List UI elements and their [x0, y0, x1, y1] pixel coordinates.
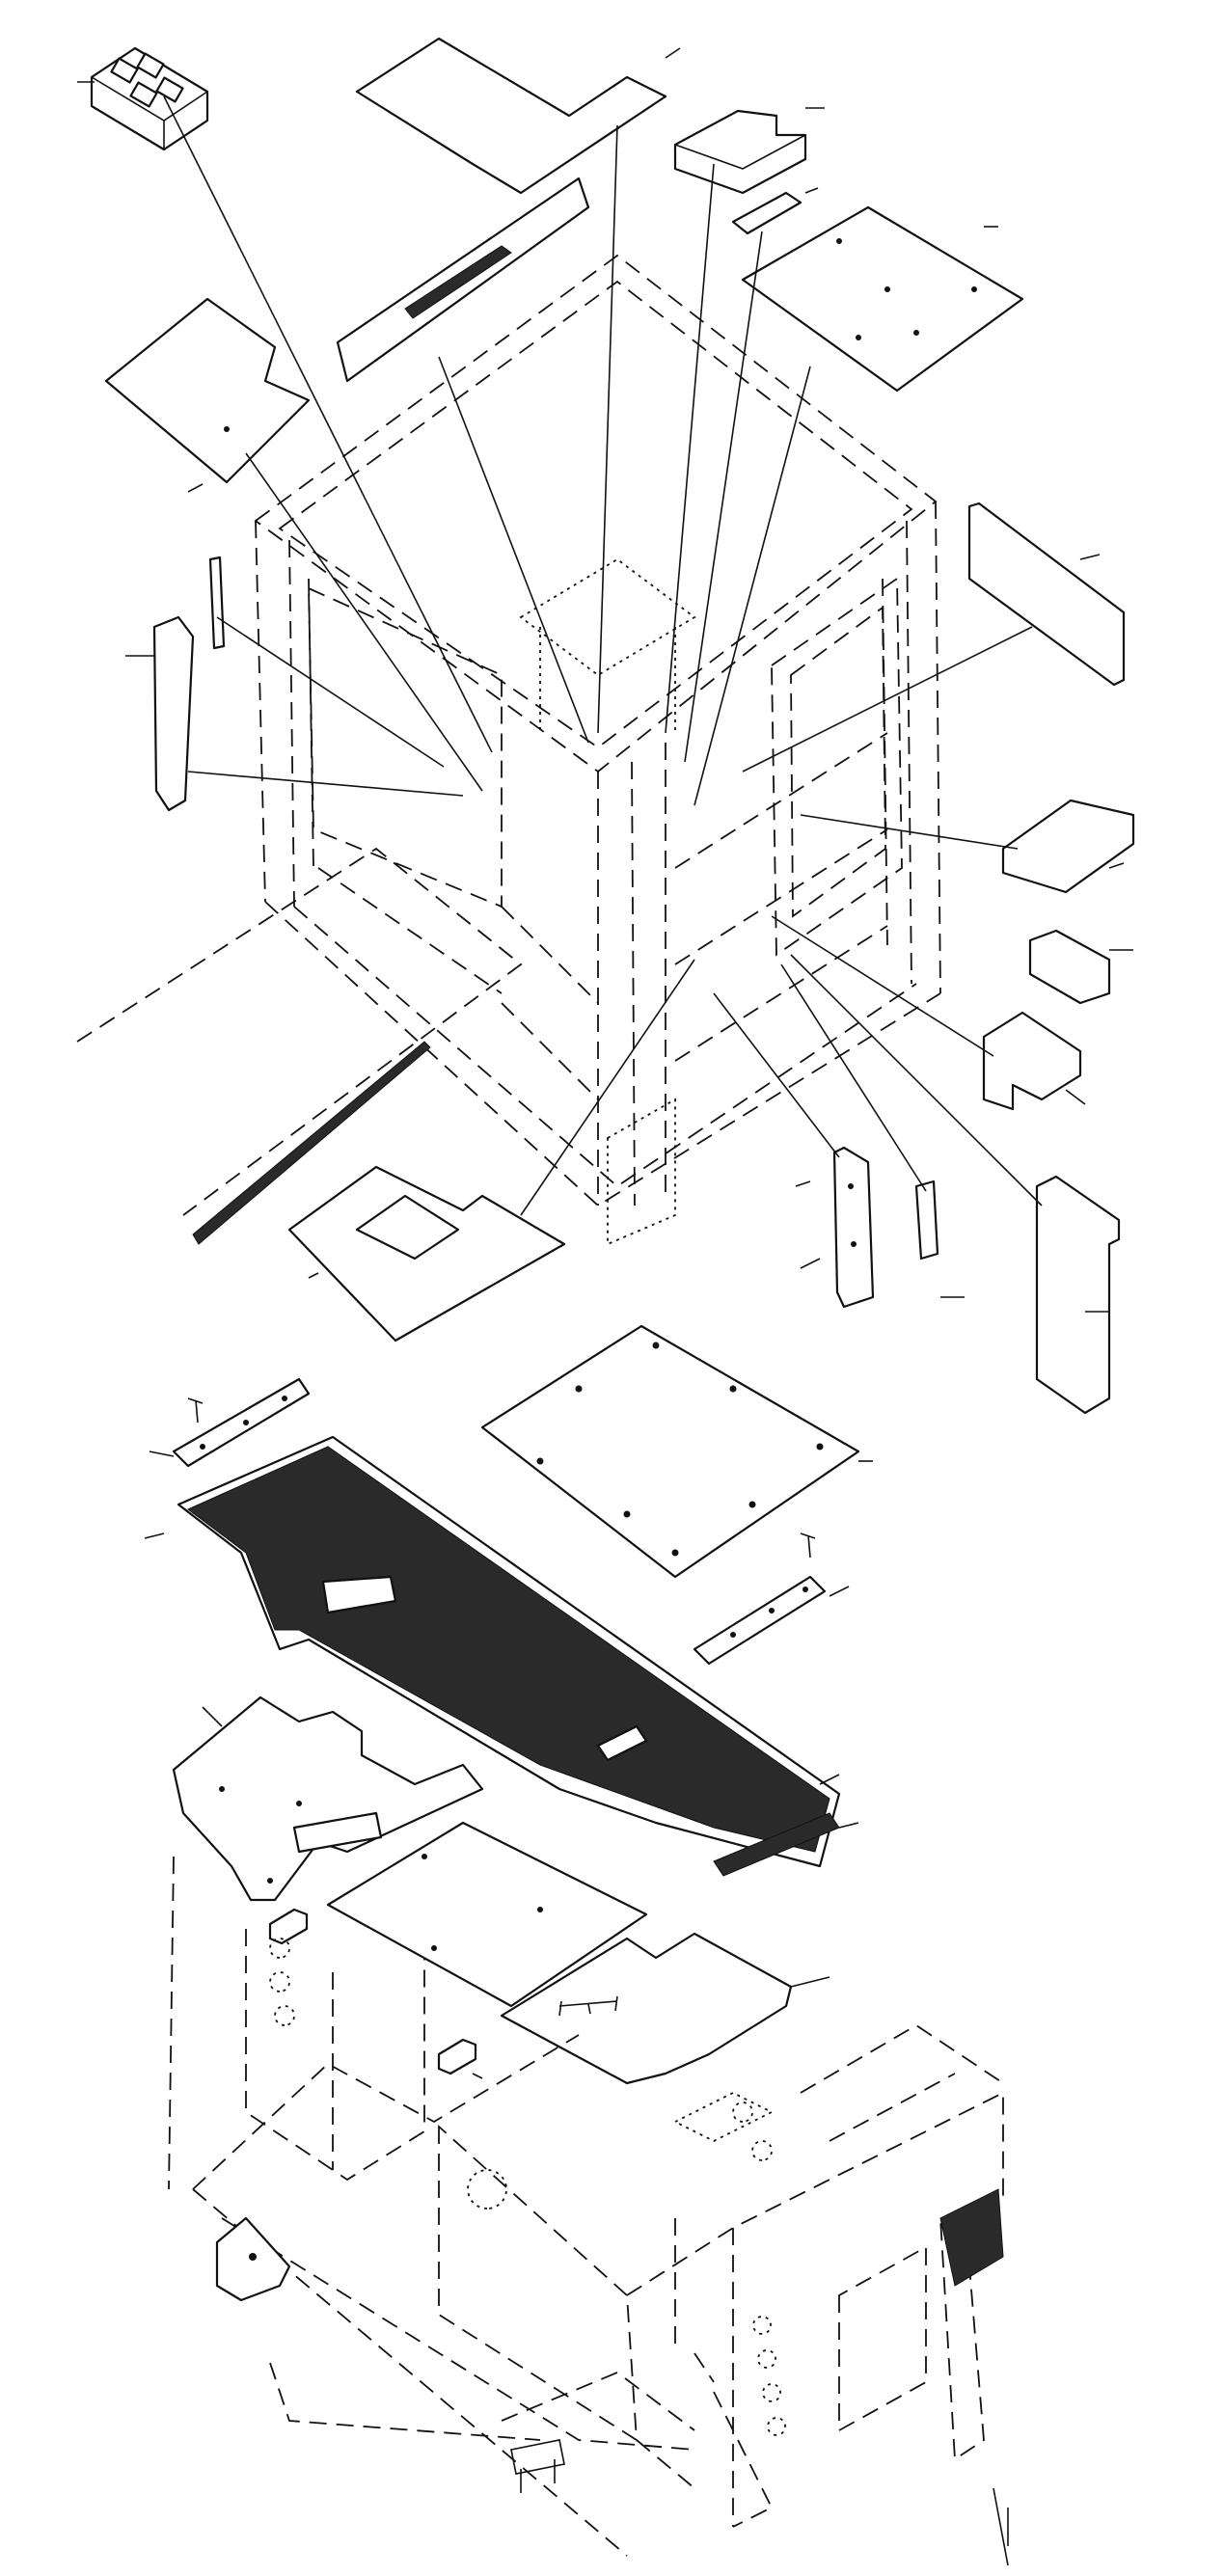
roof-trim-strip	[336, 176, 590, 383]
headliner-panel-left	[104, 297, 311, 484]
side-plate-center	[832, 1146, 875, 1309]
floor-mat	[287, 1165, 566, 1342]
base-small-parts	[215, 2216, 565, 2493]
pad-left	[268, 1908, 309, 1945]
pillar-cover-left	[152, 615, 195, 812]
rear-pad-block	[1001, 799, 1135, 894]
screw-a	[187, 1397, 204, 1424]
floor-grating	[177, 1435, 841, 1877]
floor-i-beam	[510, 2439, 565, 2493]
l-shaped-pad	[982, 1011, 1082, 1111]
pad-right	[437, 2038, 477, 2075]
screw-b	[800, 1532, 816, 1559]
floor-plate-square	[480, 1324, 860, 1579]
clip-strip	[914, 1180, 939, 1261]
floor-panel-left	[172, 1695, 484, 1902]
side-panel-right	[967, 502, 1126, 687]
floor-assembly	[144, 1324, 873, 2085]
floor-panel-right	[500, 1932, 793, 2085]
cab-frame-phantom	[76, 254, 941, 1246]
pillar-strip-narrow	[208, 556, 226, 650]
upper-panels	[90, 37, 1135, 1415]
bracket-right	[693, 1575, 827, 1666]
pillar-cover-rear	[1035, 1175, 1121, 1415]
roof-cover-panel-right	[741, 205, 1024, 393]
latch-block	[1028, 929, 1111, 1005]
side-hatched-edge	[939, 2188, 1004, 2287]
leader-lines	[77, 47, 1133, 1313]
roof-spacer-bar	[731, 191, 802, 235]
roof-insulation-panel	[355, 37, 667, 195]
grab-rail	[192, 1041, 431, 1245]
bracket-left	[172, 1377, 311, 1468]
switch-pad-block	[90, 46, 209, 151]
base-phantom	[168, 1856, 1009, 2566]
floor-panel-middle	[326, 1821, 648, 2008]
